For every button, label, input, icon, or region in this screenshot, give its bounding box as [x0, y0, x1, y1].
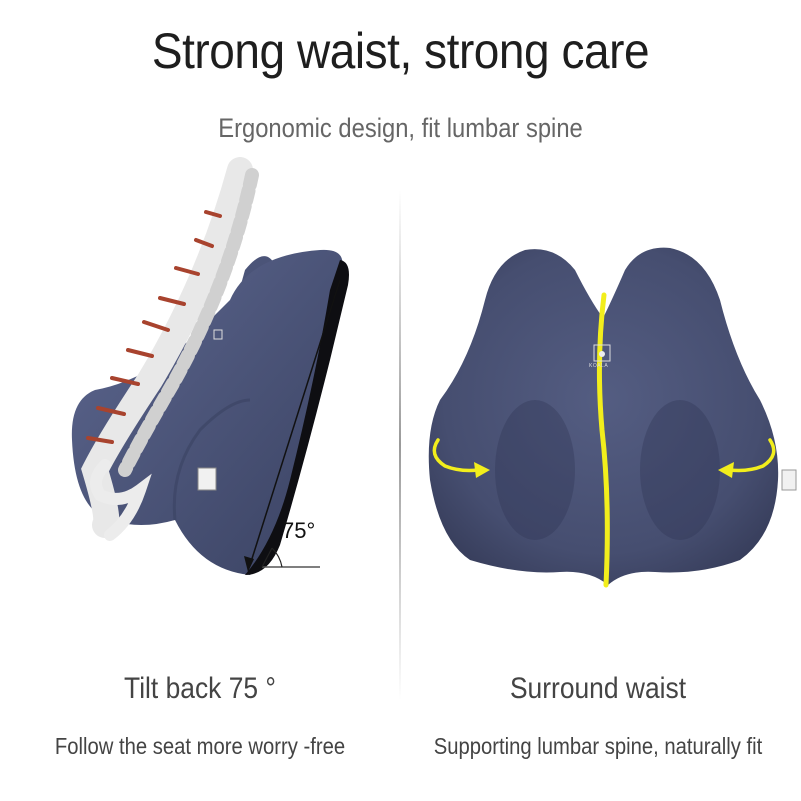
center-spine-line: [596, 292, 610, 588]
surround-feature-image: KOALA: [401, 150, 801, 630]
page-title: Strong waist, strong care: [151, 23, 650, 79]
tilt-feature-description: Follow the seat more worry -free: [54, 733, 346, 759]
brand-label: KOALA: [589, 363, 609, 369]
page-subtitle: Ergonomic design, fit lumbar spine: [218, 113, 583, 143]
brand-tag-icon: [781, 469, 797, 491]
surround-feature-description: Supporting lumbar spine, naturally fit: [433, 733, 763, 759]
brand-logo-icon: [593, 344, 611, 362]
tilt-feature-title: Tilt back 75 °: [124, 672, 276, 705]
wrap-arrow-right-icon: [718, 438, 776, 478]
tilt-feature-image: 75°: [0, 150, 399, 630]
brand-tag-icon: [197, 467, 217, 491]
side-cushion-illustration: [71, 157, 349, 576]
wrap-arrow-left-icon: [432, 438, 490, 478]
angle-label: 75°: [282, 518, 316, 543]
section-divider: [399, 190, 401, 700]
surround-feature-title: Surround waist: [509, 672, 687, 705]
spine-icon: [81, 157, 259, 541]
angle-indicator-icon: [244, 279, 341, 572]
front-cushion-illustration: [428, 247, 797, 588]
